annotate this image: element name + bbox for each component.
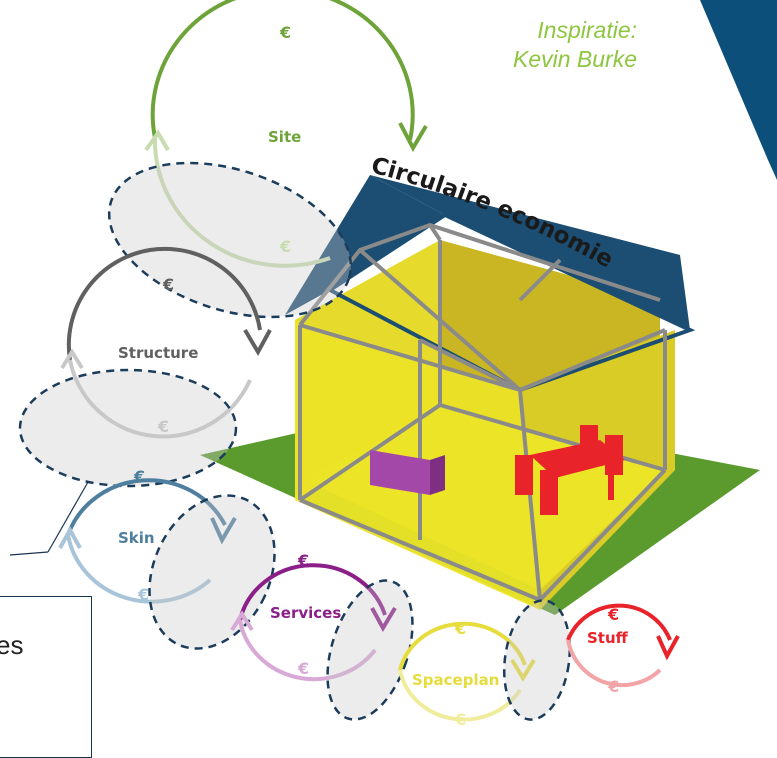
site-euro-bottom: € (279, 237, 291, 256)
purple-sofa (370, 450, 445, 495)
spaceplan-euro-top: € (454, 619, 466, 638)
structure-label: Structure (118, 344, 198, 362)
services-cycle (230, 563, 397, 682)
red-dining-set (515, 425, 625, 515)
diagram-canvas: Circulaire economie Site Structure Skin … (9, 0, 777, 729)
stuff-euro-bottom: € (607, 677, 619, 696)
stuff-label: Stuff (587, 629, 629, 647)
callout-leader-line-2 (9, 551, 49, 556)
credit-text: Inspiratie: Kevin Burke (513, 16, 637, 74)
spaceplan-label: Spaceplan (412, 671, 499, 689)
spaceplan-overlap-ellipse (502, 599, 572, 721)
skin-cycle (58, 478, 237, 604)
structure-overlap-ellipse (18, 368, 238, 488)
services-euro-top: € (297, 551, 309, 570)
services-label: Services (270, 604, 341, 622)
skin-label: Skin (118, 529, 155, 547)
spaceplan-cycle (398, 621, 536, 722)
credit-line-1: Inspiratie: (537, 17, 637, 43)
services-euro-bottom: € (297, 659, 309, 678)
skin-euro-bottom: € (137, 585, 149, 604)
services-overlap-ellipse (326, 579, 414, 721)
stuff-euro-top: € (607, 605, 619, 624)
euro-symbols: € € € € € € € € € € € € (133, 23, 619, 729)
skin-overlap-ellipse (148, 494, 276, 650)
site-cycle (144, 0, 428, 268)
stuff-cycle (566, 603, 680, 688)
callout-box (0, 596, 92, 758)
callout-text: es (0, 630, 24, 660)
corner-accent-shape (700, 0, 777, 180)
site-label: Site (268, 128, 301, 146)
spaceplan-euro-bottom: € (454, 710, 466, 729)
site-overlap-ellipse (107, 161, 353, 319)
structure-euro-bottom: € (157, 417, 169, 436)
structure-cycle (60, 246, 272, 439)
structure-euro-top: € (162, 275, 174, 294)
callout-leader-line (47, 481, 89, 553)
skin-euro-top: € (133, 467, 145, 486)
house-frame (298, 223, 667, 602)
house-roof-left (285, 175, 445, 315)
credit-line-2: Kevin Burke (512, 46, 637, 72)
circular-economy-diagram: Circulaire economie Site Structure Skin … (9, 0, 777, 729)
site-euro-top: € (279, 23, 291, 42)
